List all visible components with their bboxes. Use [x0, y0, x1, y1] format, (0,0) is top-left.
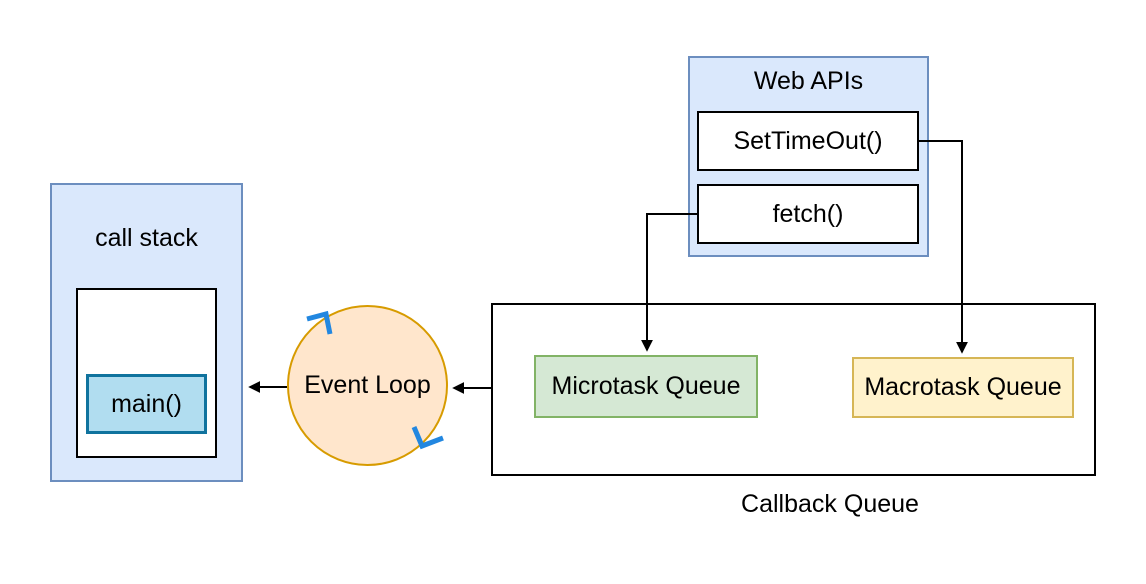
main-stack-frame: main() [86, 374, 207, 434]
macrotask-queue-label: Macrotask Queue [864, 373, 1062, 401]
main-frame-label: main() [111, 389, 182, 418]
call-stack-label: call stack [95, 224, 198, 252]
callback-queue-label: Callback Queue [741, 490, 919, 518]
settimeout-box: SetTimeOut() [697, 111, 919, 171]
fetch-box: fetch() [697, 184, 919, 244]
microtask-queue-box: Microtask Queue [534, 355, 758, 418]
microtask-queue-label: Microtask Queue [551, 372, 741, 400]
macrotask-queue-box: Macrotask Queue [852, 357, 1074, 418]
event-loop-circle: Event Loop [287, 305, 448, 466]
settimeout-label: SetTimeOut() [733, 126, 883, 155]
web-apis-label: Web APIs [753, 67, 864, 95]
event-loop-label: Event Loop [304, 371, 431, 399]
fetch-label: fetch() [772, 199, 844, 228]
